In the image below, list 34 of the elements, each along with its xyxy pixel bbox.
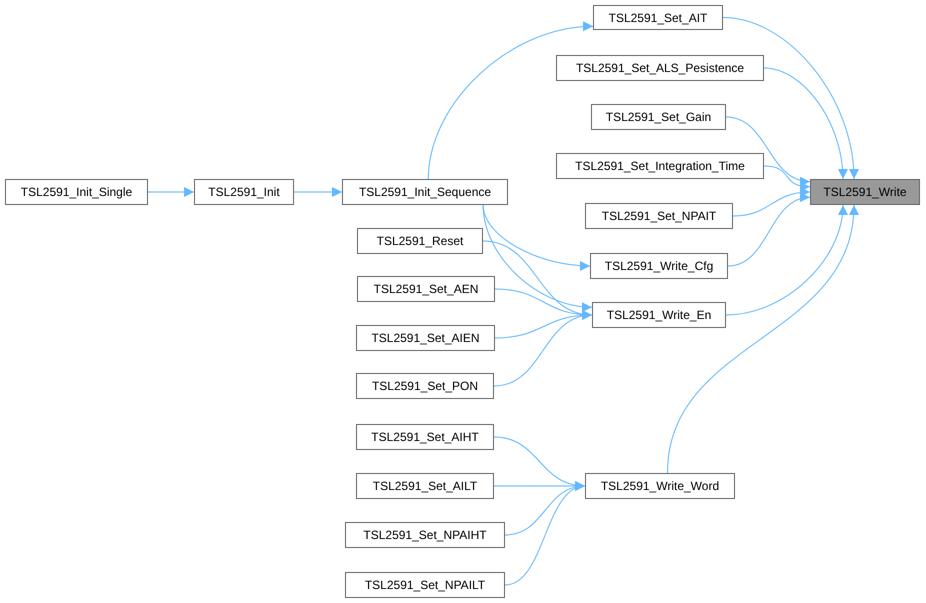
function-box: TSL2591_Init_Sequence — [342, 179, 508, 205]
function-box: TSL2591_Write_En — [592, 302, 726, 328]
arrow — [148, 187, 194, 197]
function-box: TSL2591_Write — [810, 179, 920, 205]
function-box: TSL2591_Set_NPAILT — [345, 572, 505, 598]
arrow — [722, 17, 858, 180]
arrow — [482, 204, 592, 312]
function-box: TSL2591_Set_PON — [356, 373, 494, 399]
function-box: TSL2591_Write_Word — [585, 473, 735, 499]
function-box: TSL2591_Set_NPAIT — [585, 203, 733, 229]
function-box: TSL2591_Reset — [357, 228, 483, 254]
function-box: TSL2591_Set_ALS_Pesistence — [556, 55, 764, 81]
function-box: TSL2591_Set_Gain — [591, 104, 726, 130]
function-box: TSL2591_Init — [194, 179, 294, 205]
function-box: TSL2591_Init_Single — [5, 179, 148, 205]
function-box: TSL2591_Set_AIEN — [356, 325, 495, 351]
arrow — [728, 194, 810, 266]
arrow — [494, 311, 592, 386]
function-box: TSL2591_Set_AEN — [357, 276, 495, 302]
arrow — [667, 204, 858, 474]
function-box: TSL2591_Set_AIT — [593, 5, 723, 30]
arrow — [504, 483, 586, 586]
arrow — [764, 68, 848, 180]
function-box: TSL2591_Set_AILT — [356, 473, 494, 499]
arrow — [726, 204, 848, 316]
function-box: TSL2591_Set_NPAIHT — [345, 522, 505, 548]
arrow — [294, 187, 342, 197]
function-box: TSL2591_Write_Cfg — [590, 253, 728, 279]
arrow — [726, 116, 810, 186]
arrow — [732, 188, 810, 216]
arrow — [428, 22, 594, 180]
function-box: TSL2591_Set_Integration_Time — [556, 153, 764, 179]
arrow — [764, 166, 810, 192]
function-box: TSL2591_Set_AIHT — [356, 424, 494, 450]
